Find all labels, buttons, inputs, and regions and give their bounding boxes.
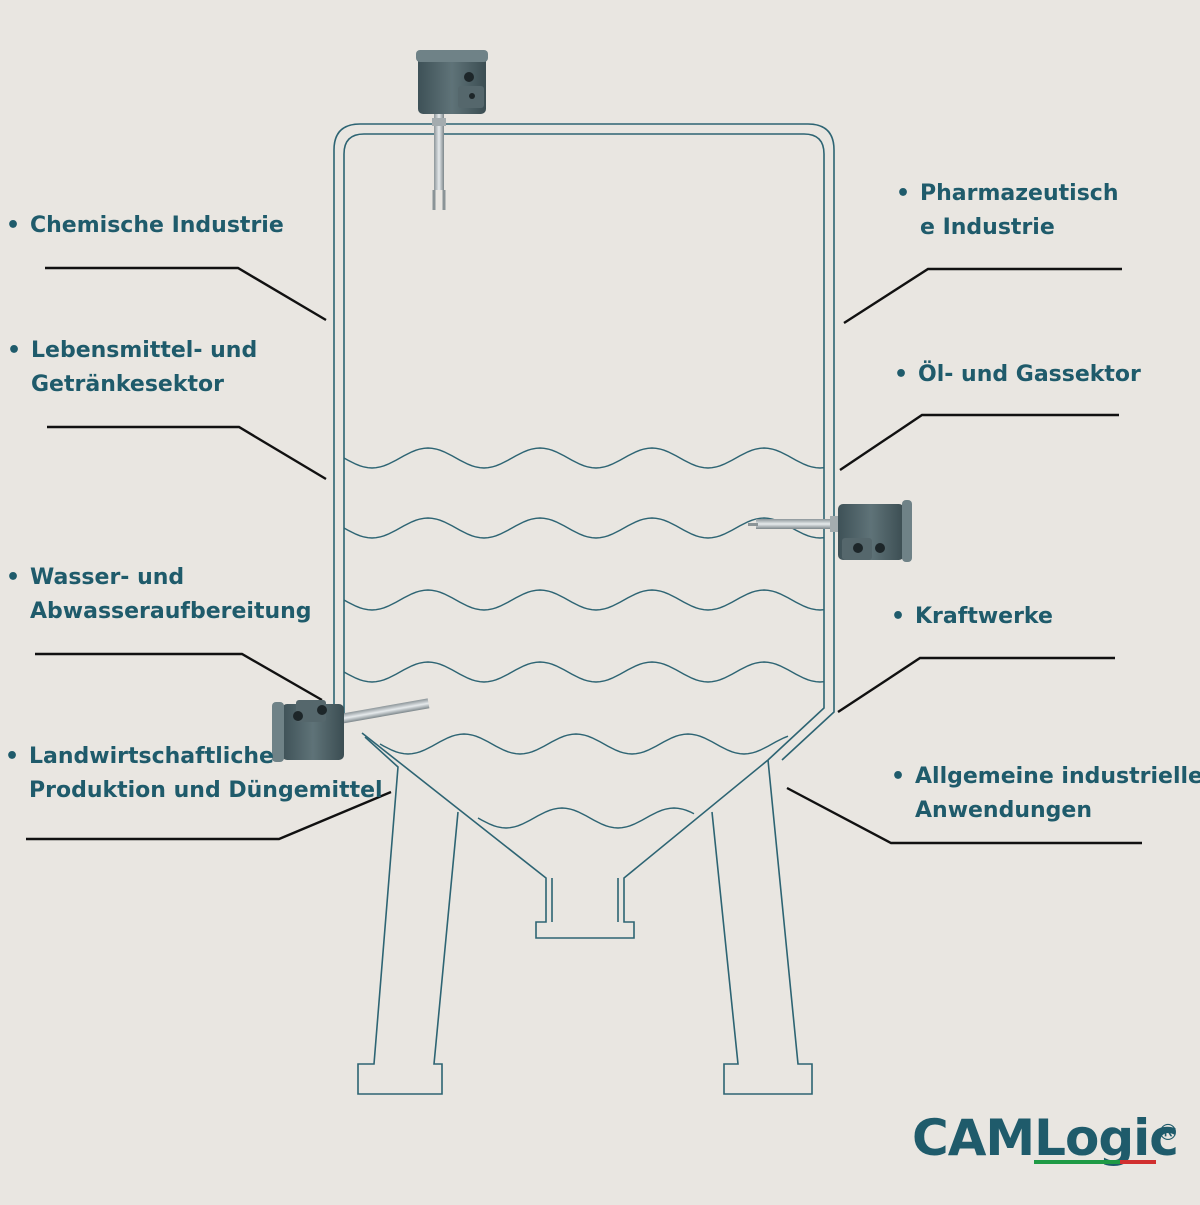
label-line: Landwirtschaftliche xyxy=(29,744,274,769)
bullet: • xyxy=(7,338,22,363)
leader-lebensmittel xyxy=(47,425,327,481)
bullet: • xyxy=(891,764,906,789)
label-landwirtschaft: • Landwirtschaftliche Produktion und Dün… xyxy=(5,740,383,808)
bullet: • xyxy=(894,362,909,387)
logo-underline xyxy=(1034,1160,1156,1164)
bullet: • xyxy=(891,604,906,629)
leader-kraftwerke xyxy=(837,656,1115,714)
label-wasser: • Wasser- und Abwasseraufbereitung xyxy=(6,561,312,629)
leader-allgemeine xyxy=(786,786,1142,845)
label-line: Wasser- und xyxy=(30,565,185,590)
label-line: Chemische Industrie xyxy=(30,213,284,238)
tank-legs xyxy=(357,736,813,1095)
label-lebensmittel: • Lebensmittel- und Getränkesektor xyxy=(7,334,258,402)
level-sensor-icon xyxy=(748,500,912,562)
level-sensor-icon xyxy=(416,50,488,210)
registered-mark: ® xyxy=(1157,1121,1179,1146)
logo-part-cam: CAM xyxy=(912,1109,1035,1167)
label-line: Anwendungen xyxy=(915,798,1092,823)
label-allgemeine: • Allgemeine industrielle Anwendungen xyxy=(891,760,1200,828)
bullet: • xyxy=(6,213,21,238)
tank-cone xyxy=(361,732,769,939)
liquid-wave-3 xyxy=(343,589,825,611)
logo-part-logic: Logic xyxy=(1034,1109,1179,1167)
label-line: Produktion und Düngemittel xyxy=(29,778,383,803)
tank-inner-outline xyxy=(343,133,825,761)
label-line: Pharmazeutisch xyxy=(920,181,1119,206)
liquid-wave-5 xyxy=(379,733,789,755)
label-line: Lebensmittel- und xyxy=(31,338,258,363)
label-kraftwerke: • Kraftwerke xyxy=(891,600,1053,634)
leader-pharma xyxy=(843,267,1122,325)
liquid-waves xyxy=(343,447,825,829)
liquid-wave-4 xyxy=(343,661,825,683)
liquid-wave-1 xyxy=(343,447,825,469)
liquid-wave-2 xyxy=(343,517,825,539)
label-line: Abwasseraufbereitung xyxy=(30,599,312,624)
label-line: Öl- und Gassektor xyxy=(918,362,1141,387)
left-leg xyxy=(357,736,459,1095)
leader-lines xyxy=(26,266,1142,845)
leader-wasser xyxy=(35,652,323,702)
bullet: • xyxy=(5,744,20,769)
leader-landwirtschaft xyxy=(26,790,392,841)
leader-chemische xyxy=(45,266,327,322)
label-line: e Industrie xyxy=(920,215,1055,240)
label-chemische-industrie: • Chemische Industrie xyxy=(6,209,284,243)
label-oel-gassektor: • Öl- und Gassektor xyxy=(894,358,1141,392)
label-line: Getränkesektor xyxy=(31,372,224,397)
label-pharma: • Pharmazeutisch e Industrie xyxy=(896,177,1119,245)
leader-oel xyxy=(839,413,1119,471)
tank-shell xyxy=(333,123,835,939)
label-line: Allgemeine industrielle xyxy=(915,764,1200,789)
right-leg xyxy=(711,759,813,1095)
level-sensor-icon xyxy=(272,698,430,762)
label-line: Kraftwerke xyxy=(915,604,1053,629)
bullet: • xyxy=(896,181,911,206)
camlogic-logo: CAMLogic ® xyxy=(912,1108,1179,1168)
bullet: • xyxy=(6,565,21,590)
tank-outlet-inner xyxy=(551,878,619,922)
liquid-wave-6 xyxy=(477,807,695,829)
tank-outer-outline xyxy=(333,123,835,761)
